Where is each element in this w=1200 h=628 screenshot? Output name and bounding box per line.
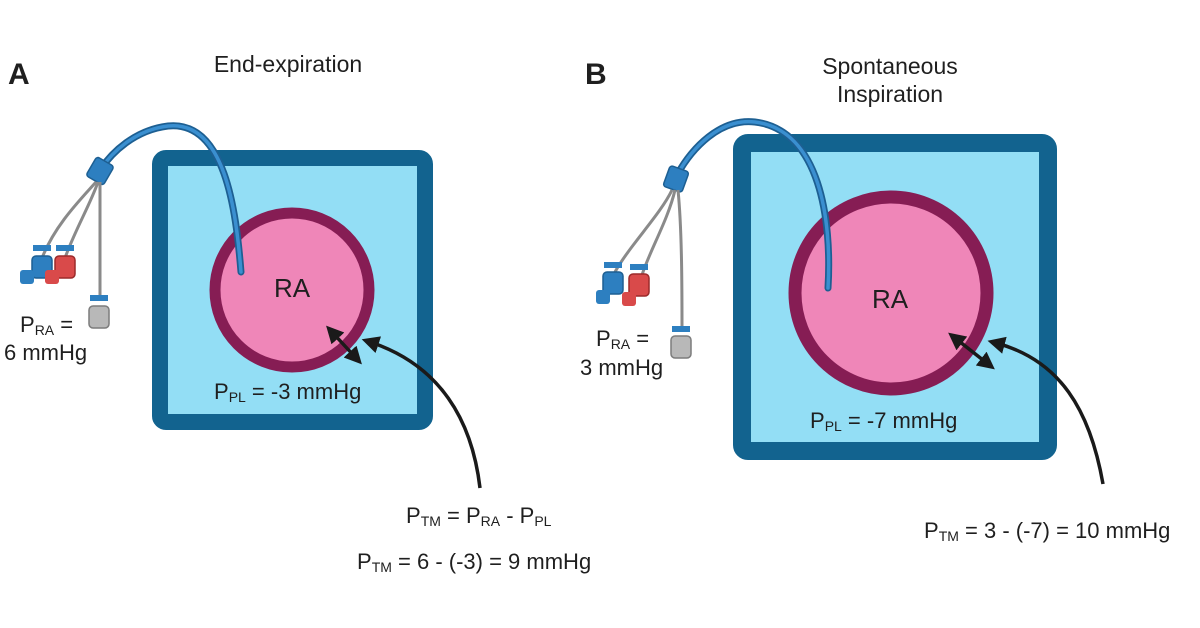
ppl-p-b: P (810, 408, 825, 433)
ppl-value-a: = -3 mmHg (245, 379, 362, 404)
panel-title-b-line1: Spontaneous (822, 53, 958, 79)
wall-arrow-b (948, 332, 995, 370)
ppl-sub-b: PL (824, 418, 842, 434)
ra-label-a: RA (274, 273, 311, 303)
ptm-formula-a: PTM = PRA - PPL (406, 503, 551, 529)
ptm-formula-p1: P (406, 503, 421, 528)
ppl-p-a: P (214, 379, 229, 404)
ptm-formula-s1: TM (420, 513, 441, 529)
pra-sub-a: RA (34, 322, 55, 338)
ptm-value-rest-a: = 6 - (-3) = 9 mmHg (391, 549, 592, 574)
pra-eq-a: = (54, 312, 74, 337)
panel-letter-b: B (585, 58, 607, 91)
right-atrium-b (788, 190, 994, 396)
pointer-arrow-a (361, 336, 482, 489)
panel-title-b: Spontaneous Inspiration (790, 52, 990, 108)
catheter-b (596, 118, 833, 359)
ptm-value-s-b: TM (938, 528, 959, 544)
pra-label-b: PRA = (596, 326, 649, 352)
pra-sub-b: RA (610, 336, 631, 352)
pra-label-a: PRA = (20, 312, 73, 338)
ptm-value-p-b: P (924, 518, 939, 543)
catheter-a (20, 122, 245, 329)
ptm-formula-mid1: = P (440, 503, 481, 528)
ptm-value-b: PTM = 3 - (-7) = 10 mmHg (924, 518, 1170, 544)
ptm-value-p-a: P (357, 549, 372, 574)
ppl-label-b: PPL = -7 mmHg (810, 408, 957, 434)
pra-value-b: 3 mmHg (580, 355, 664, 380)
ppl-sub-a: PL (228, 389, 246, 405)
panel-title-b-line2: Inspiration (836, 81, 944, 107)
pra-p-b: P (596, 326, 611, 351)
ptm-formula-s3: PL (534, 513, 552, 529)
wall-arrow-a (326, 325, 362, 365)
pra-eq-b: = (630, 326, 650, 351)
ptm-value-s-a: TM (371, 559, 392, 575)
ptm-formula-s2: RA (480, 513, 501, 529)
pra-value-a: 6 mmHg (4, 340, 88, 365)
pra-p-a: P (20, 312, 35, 337)
panel-title-a: End-expiration (213, 51, 363, 77)
ptm-value-a: PTM = 6 - (-3) = 9 mmHg (357, 549, 591, 575)
pointer-arrow-b (987, 336, 1105, 485)
panel-letter-a: A (8, 58, 30, 91)
ppl-label-a: PPL = -3 mmHg (214, 379, 361, 405)
ptm-formula-mid2: - P (500, 503, 535, 528)
ptm-value-rest-b: = 3 - (-7) = 10 mmHg (958, 518, 1171, 543)
ra-label-b: RA (872, 284, 909, 314)
ppl-value-b: = -7 mmHg (841, 408, 958, 433)
